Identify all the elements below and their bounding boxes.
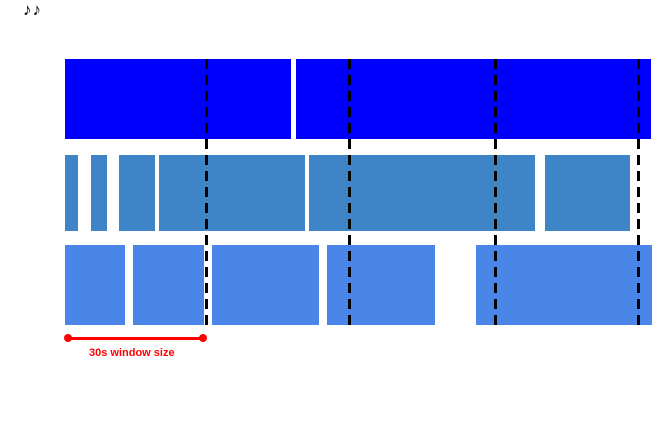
segment-bar-row-2-small-segments bbox=[159, 155, 305, 231]
segment-bar-row-1-solid-windows bbox=[65, 59, 291, 139]
window-size-span-line bbox=[68, 337, 203, 340]
window-boundary-dashed-line bbox=[493, 59, 497, 325]
segment-bar-row-1-solid-windows bbox=[296, 59, 651, 139]
segment-bar-row-2-small-segments bbox=[119, 155, 155, 231]
window-boundary-dashed-line bbox=[347, 59, 351, 325]
music-notes-icon: ♪♪ bbox=[23, 0, 42, 19]
segment-bar-row-3-merged-chunks bbox=[65, 245, 125, 325]
segment-bar-row-3-merged-chunks bbox=[133, 245, 204, 325]
segment-bar-row-2-small-segments bbox=[91, 155, 107, 231]
segment-bar-row-2-small-segments bbox=[545, 155, 630, 231]
window-boundary-dashed-line bbox=[636, 59, 640, 325]
segment-bar-row-3-merged-chunks bbox=[327, 245, 435, 325]
segment-bar-row-2-small-segments bbox=[309, 155, 535, 231]
segment-bar-row-3-merged-chunks bbox=[476, 245, 652, 325]
span-endpoint-left-dot bbox=[64, 334, 72, 342]
segment-bar-row-2-small-segments bbox=[65, 155, 78, 231]
window-size-label: 30s window size bbox=[89, 347, 175, 359]
segment-bar-row-3-merged-chunks bbox=[212, 245, 319, 325]
span-endpoint-right-dot bbox=[199, 334, 207, 342]
window-boundary-dashed-line bbox=[204, 59, 208, 325]
